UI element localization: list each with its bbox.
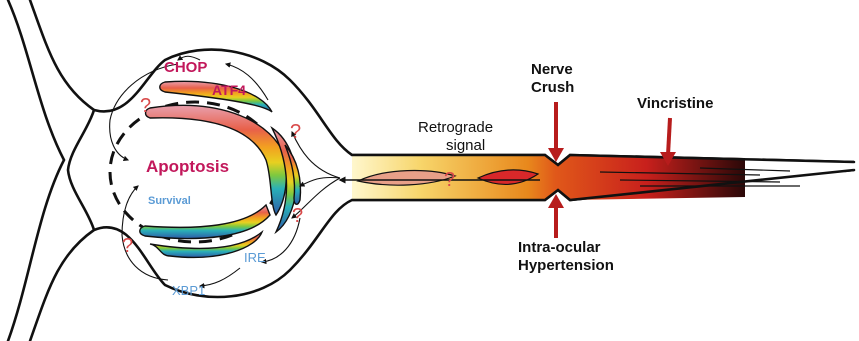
label-retrograde-line1: Retrograde xyxy=(418,119,493,136)
label-hypertension: Hypertension xyxy=(518,257,614,274)
question-mark-5: ? xyxy=(122,235,133,257)
label-atf4: ATF4 xyxy=(212,82,246,98)
label-retrograde-line2: signal xyxy=(446,137,485,154)
label-nerve: Nerve xyxy=(531,61,573,78)
question-mark-3: ? xyxy=(444,169,455,191)
soma-left-wall xyxy=(68,110,94,230)
question-mark-2: ? xyxy=(290,121,301,143)
upper-membrane xyxy=(30,0,854,165)
label-survival: Survival xyxy=(148,195,191,207)
label-intraocular: Intra-ocular xyxy=(518,239,601,256)
label-xbp1: XBP1 xyxy=(172,283,205,298)
label-chop: CHOP xyxy=(164,59,207,76)
outer-dendrite-curve xyxy=(8,0,64,341)
axon-tail xyxy=(745,158,854,197)
vincristine-arrow xyxy=(668,118,670,155)
question-mark-4: ? xyxy=(292,205,303,227)
label-apoptosis: Apoptosis xyxy=(146,157,229,176)
question-mark-1: ? xyxy=(140,95,151,117)
label-vincristine: Vincristine xyxy=(637,95,713,112)
label-ire: IRE xyxy=(244,250,266,265)
label-crush: Crush xyxy=(531,79,574,96)
